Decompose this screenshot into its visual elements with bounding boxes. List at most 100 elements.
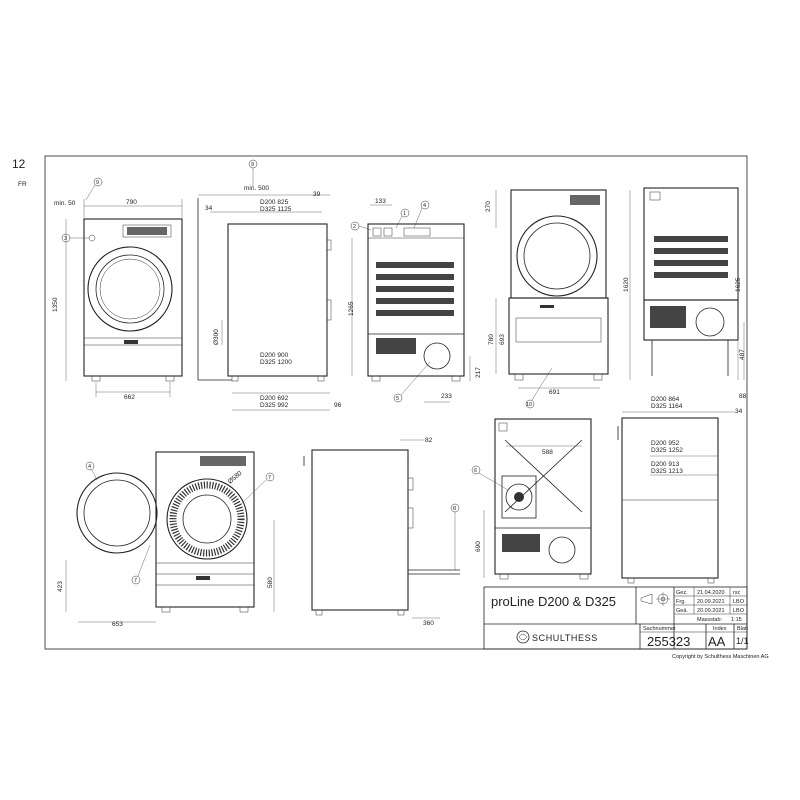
stacked-rear-duct: 487 [739, 349, 746, 360]
svg-text:3: 3 [64, 236, 67, 242]
stacked-base-height: 693 [499, 334, 506, 345]
svg-text:7: 7 [134, 578, 137, 584]
side-mid-d325: D325 1200 [260, 359, 292, 366]
stacked-rear-view [643, 187, 745, 380]
callout-6: 6 [471, 465, 509, 491]
svg-text:2: 2 [353, 224, 356, 230]
rear-view [351, 204, 471, 403]
callout-2: 2 [350, 221, 372, 231]
side-depth-d325: D325 1125 [260, 206, 292, 213]
stacked-side-view [617, 411, 735, 584]
callout-7a: 7 [239, 472, 275, 506]
page-number: 12 [12, 157, 26, 171]
callout-8: 8 [450, 503, 460, 570]
rear-duct-height: 217 [475, 367, 482, 378]
modified-by: LBO [733, 608, 745, 614]
brand-name: SCHULTHESS [532, 633, 598, 643]
stacked-front-view [495, 189, 631, 389]
svg-text:9: 9 [251, 162, 254, 168]
callout-3: 3 [61, 233, 89, 243]
created-by: rsc [733, 590, 741, 596]
stacked-side-mid-d200: D200 952 [651, 440, 680, 447]
page-language: FR [18, 181, 27, 188]
callout-1: 1 [395, 208, 410, 229]
released-date: 20.09.2021 [697, 599, 725, 605]
side-mid-d200: D200 900 [260, 352, 289, 359]
part-number: 255323 [647, 634, 690, 649]
pedestal-side-view [303, 439, 460, 619]
created-label: Gez. [676, 590, 688, 596]
callout-5: 5 [393, 361, 431, 403]
compact-rear-view [483, 418, 592, 580]
released-by: LBO [733, 599, 745, 605]
rear-height: 1265 [348, 301, 355, 316]
stacked-width: 691 [549, 389, 560, 396]
svg-text:4: 4 [423, 203, 426, 209]
front-min-clearance: min. 50 [54, 200, 76, 207]
stacked-side-small-offset: 34 [735, 408, 743, 415]
title-block [483, 586, 748, 650]
open-door-height: 580 [267, 577, 274, 588]
side-top-gap: 34 [205, 205, 213, 212]
front-width: 790 [126, 199, 137, 206]
scale-label: Massstab: [697, 617, 723, 623]
svg-text:10: 10 [526, 402, 532, 408]
open-door-view [65, 451, 275, 623]
callout-4a: 4 [413, 200, 430, 229]
callout-9b: 9 [248, 159, 258, 186]
callout-10: 10 [525, 367, 553, 409]
product-title: proLine D200 & D325 [491, 594, 616, 609]
drawing-frame [44, 155, 748, 650]
index-value: AA [708, 634, 726, 649]
drum-diameter: Ø580 [227, 470, 244, 486]
svg-text:7: 7 [268, 475, 271, 481]
compact-rear-height: 690 [475, 541, 482, 552]
rear-duct-offset: 233 [441, 393, 452, 400]
svg-text:6: 6 [474, 468, 477, 474]
part-number-label: Sachnummer [643, 626, 676, 632]
pedestal-offset: 82 [425, 437, 433, 444]
stacked-side-low-d200: D200 913 [651, 461, 680, 468]
stacked-side-top-offset: 88 [739, 393, 747, 400]
stacked-side-depth-d325: D325 1164 [651, 403, 683, 410]
side-min-clearance: min. 500 [244, 185, 269, 192]
scale-value: 1:15 [731, 617, 742, 623]
callout-4b: 4 [85, 461, 98, 481]
stacked-rear-height: 1625 [735, 277, 742, 292]
side-bottom-d325: D325 992 [260, 402, 289, 409]
created-date: 21.04.2020 [697, 590, 725, 596]
side-bottom-d200: D200 692 [260, 395, 289, 402]
side-depth-d200: D200 825 [260, 199, 289, 206]
stacked-height: 1620 [623, 277, 630, 292]
compact-rear-width: 588 [542, 449, 553, 456]
copyright: Copyright by Schulthess Maschinen AG [672, 654, 769, 660]
rear-offset: 133 [375, 198, 386, 205]
open-door-width: 653 [112, 621, 123, 628]
released-label: Frg. [676, 599, 686, 605]
index-label: Index [713, 626, 727, 632]
stacked-top: 270 [485, 201, 492, 212]
stacked-side-depth-d200: D200 864 [651, 396, 680, 403]
side-back: 96 [334, 402, 342, 409]
sheet-value: 1/1 [736, 636, 749, 646]
callout-9a: 9 [85, 177, 103, 201]
modified-label: Geä. [676, 608, 688, 614]
svg-text:5: 5 [396, 396, 399, 402]
stacked-side-low-d325: D325 1213 [651, 468, 683, 475]
pedestal-depth: 360 [423, 620, 434, 627]
side-view [197, 194, 332, 411]
svg-text:4: 4 [88, 464, 91, 470]
svg-text:9: 9 [96, 180, 99, 186]
callouts: 1 2 3 4 4 5 6 7 7 8 9 9 10 [61, 159, 553, 585]
front-view [65, 199, 183, 397]
side-right-gap: 39 [313, 191, 321, 198]
svg-text:8: 8 [453, 506, 456, 512]
modified-date: 20.09.2021 [697, 608, 725, 614]
stacked-side-mid-d325: D325 1252 [651, 447, 683, 454]
stacked-mid-height: 780 [488, 334, 495, 345]
front-base: 662 [124, 394, 135, 401]
sheet-label: Blatt [737, 626, 748, 632]
side-duct-diameter: Ø300 [213, 329, 220, 345]
front-height: 1350 [52, 297, 59, 312]
